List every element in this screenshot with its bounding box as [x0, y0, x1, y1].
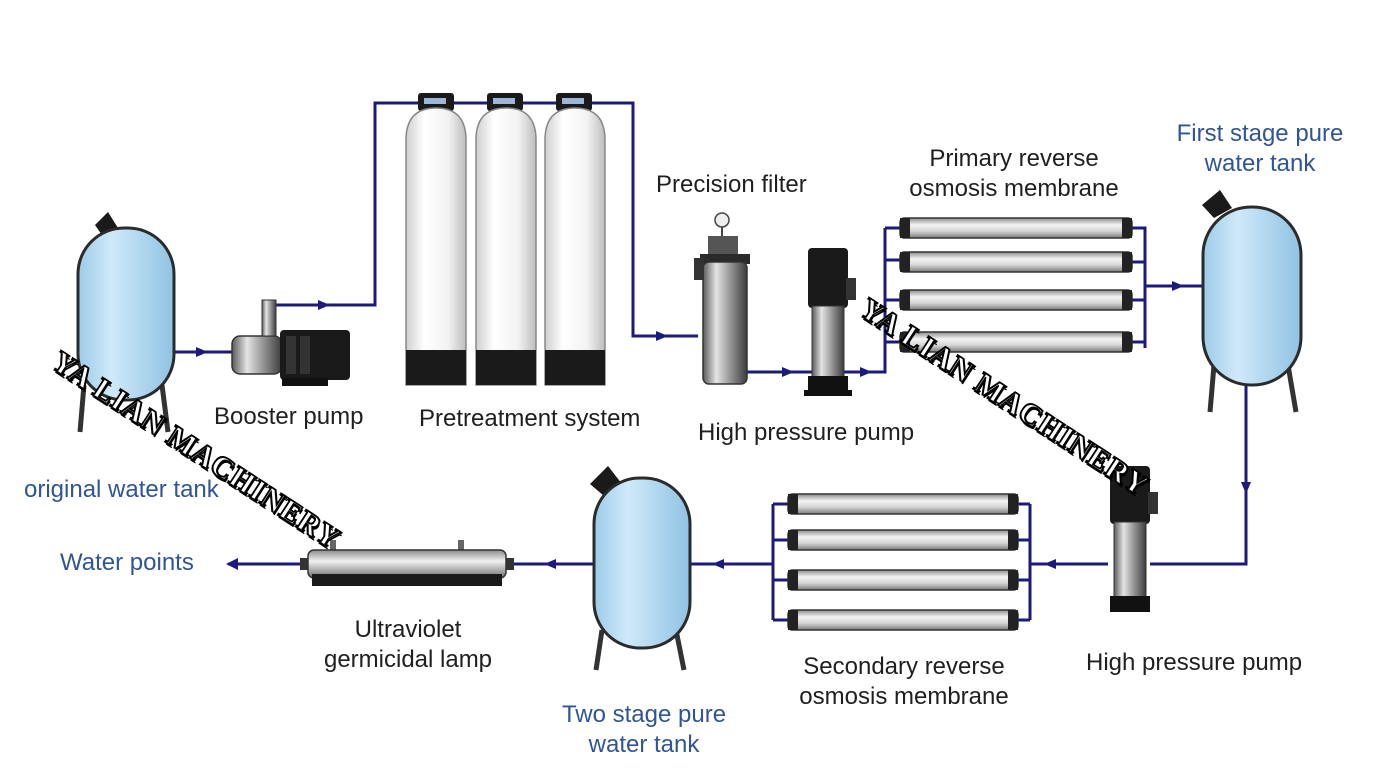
label-two-stage-tank: Two stage pure water tank — [544, 700, 744, 760]
pipe-first-tank-down — [1150, 380, 1248, 566]
label-line-2: germicidal lamp — [323, 646, 493, 673]
label-secondary-ro-membrane: Secondary reverse osmosis membrane — [784, 652, 1024, 712]
arrow-3 — [656, 331, 668, 341]
secondary-membrane-2 — [787, 529, 1019, 551]
pipe-membrane-left-manifold — [885, 226, 900, 344]
label-line-1: First stage pure — [1176, 120, 1344, 147]
arrow-11 — [226, 558, 238, 570]
high-pressure-pump-top — [804, 248, 856, 396]
pipe-secondary-left-manifold — [688, 502, 788, 622]
high-pressure-pump-bottom — [1110, 466, 1158, 612]
pretreatment-column-2 — [475, 93, 537, 386]
label-line-2: water tank — [1204, 150, 1316, 177]
arrow-10 — [544, 559, 556, 569]
pretreatment-column-3 — [544, 93, 606, 386]
arrow-4 — [782, 367, 794, 377]
primary-membrane-4 — [899, 331, 1133, 353]
label-text: Water points — [60, 549, 194, 576]
label-text: original water tank — [24, 476, 219, 503]
secondary-ro-membranes — [787, 493, 1019, 631]
arrow-8 — [1044, 559, 1056, 569]
label-high-pressure-pump-bottom: High pressure pump — [1086, 648, 1302, 678]
label-text: Pretreatment system — [419, 405, 641, 432]
label-line-1: Two stage pure — [561, 701, 727, 728]
pretreatment-column-1 — [405, 93, 467, 386]
flow-arrows — [196, 281, 1251, 570]
label-text: Booster pump — [214, 403, 364, 430]
label-water-points: Water points — [60, 548, 194, 578]
label-original-water-tank: original water tank — [24, 475, 219, 505]
label-line-2: water tank — [588, 731, 700, 758]
primary-membrane-2 — [899, 251, 1133, 273]
label-booster-pump: Booster pump — [214, 402, 363, 432]
label-text: High pressure pump — [1086, 649, 1303, 676]
label-text: Precision filter — [656, 171, 807, 198]
label-line-1: Primary reverse — [929, 145, 1099, 172]
arrow-6 — [1172, 281, 1184, 291]
two-stage-pure-water-tank — [590, 466, 692, 671]
secondary-membrane-3 — [787, 569, 1019, 591]
primary-membrane-3 — [899, 289, 1133, 311]
arrow-7 — [1241, 482, 1251, 494]
label-precision-filter: Precision filter — [656, 170, 807, 200]
label-high-pressure-pump-top: High pressure pump — [698, 418, 914, 448]
arrow-5 — [860, 367, 872, 377]
precision-filter — [694, 212, 750, 385]
first-stage-pure-water-tank — [1201, 190, 1303, 413]
booster-pump — [231, 299, 350, 386]
label-pretreatment-system: Pretreatment system — [419, 404, 640, 434]
label-line-1: Secondary reverse — [803, 653, 1005, 680]
secondary-membrane-4 — [787, 609, 1019, 631]
pipe-membrane-right-manifold — [1132, 226, 1205, 348]
secondary-membrane-1 — [787, 493, 1019, 515]
label-text: High pressure pump — [698, 419, 915, 446]
label-first-stage-tank: First stage pure water tank — [1160, 119, 1360, 179]
label-line-1: Ultraviolet — [354, 616, 462, 643]
label-line-2: osmosis membrane — [799, 683, 1009, 710]
arrow-1 — [196, 347, 208, 357]
label-uv-lamp: Ultraviolet germicidal lamp — [303, 615, 513, 675]
primary-membrane-1 — [899, 217, 1133, 239]
pipe-secondary-right-manifold — [1018, 502, 1032, 622]
uv-germicidal-lamp — [300, 540, 514, 586]
primary-ro-membranes — [899, 217, 1133, 353]
original-water-tank — [76, 212, 176, 433]
label-line-2: osmosis membrane — [909, 175, 1119, 202]
label-primary-ro-membrane: Primary reverse osmosis membrane — [895, 144, 1133, 204]
arrow-9 — [712, 559, 724, 569]
arrow-2 — [318, 300, 330, 310]
pretreatment-system — [405, 93, 606, 386]
